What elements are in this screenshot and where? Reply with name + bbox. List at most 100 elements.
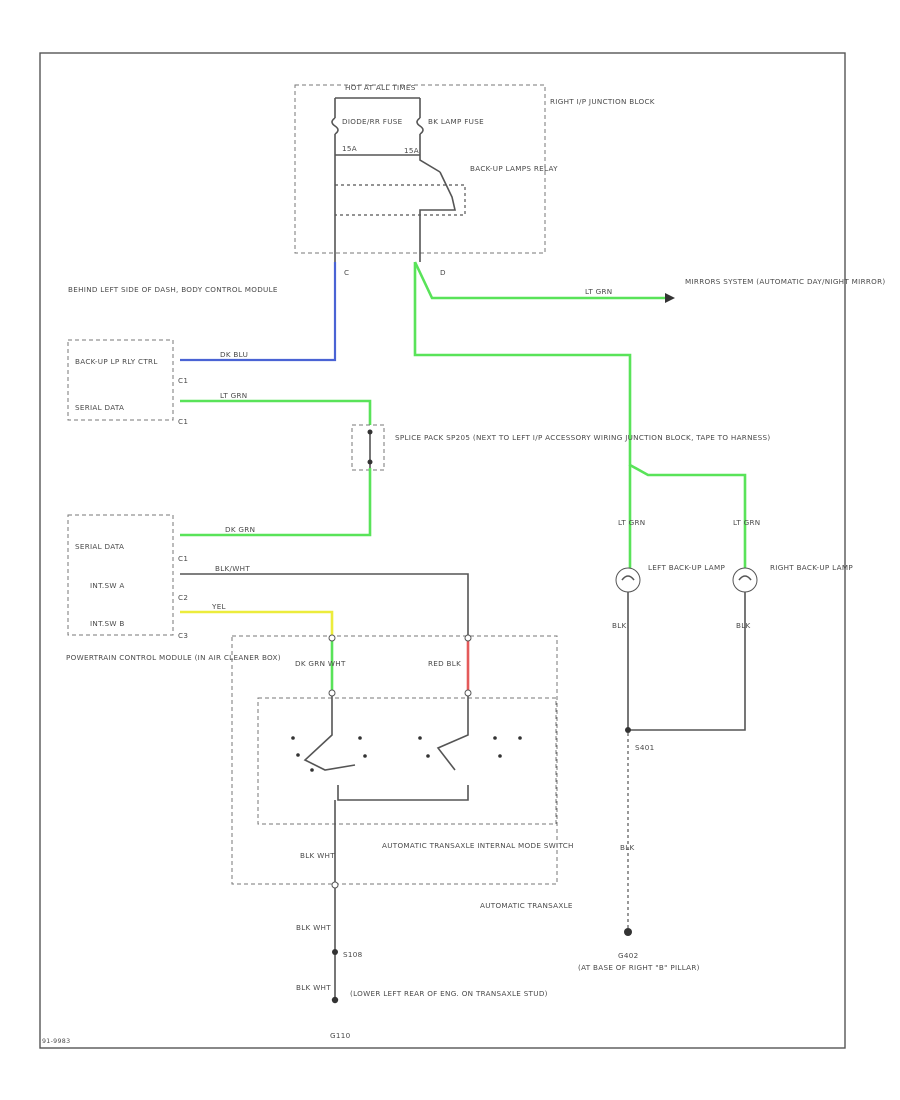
switch-right-arm	[436, 696, 469, 771]
bcm-pin2-label: SERIAL DATA	[75, 403, 124, 412]
right-lamp-ground	[628, 592, 746, 731]
pcm-pin3-wire: YEL	[211, 602, 226, 611]
diagram-frame	[39, 52, 846, 1049]
switch-contact-9	[498, 754, 502, 758]
mirror-wire-label: LT GRN	[585, 287, 612, 296]
pcm-pin1-wire: DK GRN	[225, 525, 255, 534]
conn-left-top	[328, 634, 336, 642]
conn-right-switch	[464, 689, 472, 697]
switch-contact-1	[291, 736, 295, 740]
left-lamp-wire: LT GRN	[618, 518, 645, 527]
conn-left-switch	[328, 689, 336, 697]
corner-id: 91-9983	[42, 1038, 70, 1045]
switch-contact-5	[363, 754, 367, 758]
mode-switch-outline	[257, 697, 557, 825]
switch-contact-3	[310, 768, 314, 772]
ground-wire-1: BLK WHT	[296, 923, 331, 932]
mirror-label-text: MIRRORS SYSTEM (AUTOMATIC DAY/NIGHT MIRR…	[685, 277, 886, 286]
switch-wire-right: RED BLK	[428, 659, 461, 668]
fuse-2-rating: 15A	[404, 146, 419, 155]
relay-label: BACK-UP LAMPS RELAY	[470, 164, 558, 173]
transaxle-name: AUTOMATIC TRANSAXLE	[480, 901, 573, 910]
left-lamp-filament	[621, 575, 635, 581]
ground-g402-node	[624, 928, 632, 936]
splice-pack: SPLICE PACK SP205 (NEXT TO LEFT I/P ACCE…	[351, 424, 770, 471]
splice-outline	[351, 424, 385, 471]
switch-contact-7	[426, 754, 430, 758]
bcm-serial-wire	[180, 399, 372, 425]
fuse-2-label: BK LAMP FUSE	[428, 117, 484, 126]
right-lamp-wire: LT GRN	[733, 518, 760, 527]
right-lamp-label: RIGHT BACK-UP LAMP	[770, 563, 853, 572]
conn-transaxle-ground	[331, 881, 339, 889]
pcm-outline	[67, 514, 174, 636]
automatic-transaxle: DK GRN WHT RED BLK AUTOMATIC TRANSAXLE I…	[231, 634, 574, 910]
fuse-1-symbol	[331, 117, 339, 135]
pcm-pin1-label: SERIAL DATA	[75, 542, 124, 551]
int-sw-a-wire	[180, 573, 469, 638]
ground-g110-label: G110	[330, 1031, 351, 1040]
bcm-outline	[67, 339, 174, 421]
powertrain-control-module: SERIAL DATA C1 INT.SW A C2 INT.SW B C3 D…	[66, 514, 281, 662]
ground-g402-desc: (AT BASE OF RIGHT "B" PILLAR)	[578, 963, 700, 972]
pcm-pin2-wire: BLK/WHT	[215, 564, 250, 573]
pcm-name: POWERTRAIN CONTROL MODULE (IN AIR CLEANE…	[66, 653, 281, 662]
junction-block-name: RIGHT I/P JUNCTION BLOCK	[550, 97, 655, 106]
int-sw-b-wire	[180, 610, 334, 638]
switch-contact-10	[518, 736, 522, 740]
junction-block: HOT AT ALL TIMES RIGHT I/P JUNCTION BLOC…	[294, 83, 655, 277]
ground-g402-label: G402	[618, 951, 639, 960]
splice-s401	[625, 727, 631, 733]
connector-c: C	[344, 268, 349, 277]
left-lamp-bulb	[615, 567, 641, 593]
fuse-2-out	[419, 134, 441, 173]
bcm-pin2-wire: LT GRN	[220, 391, 247, 400]
mode-switch-name: AUTOMATIC TRANSAXLE INTERNAL MODE SWITCH	[382, 841, 574, 850]
switch-wire-left: DK GRN WHT	[295, 659, 346, 668]
switch-left-arm	[303, 696, 356, 771]
dk-blu-wire	[180, 262, 337, 362]
lt-grn-main-wire	[413, 262, 747, 570]
bcm-pin1-conn: C1	[178, 376, 188, 385]
ground-wire-2: BLK WHT	[296, 983, 331, 992]
pcm-pin3-conn: C3	[178, 631, 188, 640]
switch-contact-2	[296, 753, 300, 757]
splice-s401-label: S401	[635, 743, 654, 752]
splice-node-bottom	[367, 459, 373, 465]
bcm-pin2-conn: C1	[178, 417, 188, 426]
right-lamp-blk: BLK	[736, 621, 751, 630]
pcm-pin3-label: INT.SW B	[90, 619, 125, 628]
lt-grn-mirror-wire	[413, 261, 665, 300]
relay-contact	[419, 171, 457, 220]
junction-block-name-text: RIGHT I/P JUNCTION BLOCK	[550, 97, 655, 106]
left-lamp-label: LEFT BACK-UP LAMP	[648, 563, 725, 572]
switch-ground-wire: BLK WHT	[300, 851, 335, 860]
fuse-1-label: DIODE/RR FUSE	[342, 117, 403, 126]
ground-g110-node	[331, 996, 339, 1004]
backup-lamps: LT GRN LT GRN LEFT BACK-UP LAMP RIGHT BA…	[578, 518, 853, 972]
bcm-pin1-label: BACK-UP LP RLY CTRL	[75, 357, 158, 366]
conn-right-top	[464, 634, 472, 642]
bcm-pin1-wire: DK BLU	[220, 350, 248, 359]
pcm-pin2-label: INT.SW A	[90, 581, 125, 590]
splice-label: SPLICE PACK SP205 (NEXT TO LEFT I/P ACCE…	[395, 433, 770, 442]
pcm-pin2-conn: C2	[178, 593, 188, 602]
lamp-ground-blk: BLK	[620, 843, 635, 852]
right-lamp-bulb	[732, 567, 758, 593]
switch-contact-4	[358, 736, 362, 740]
pcm-pin1-conn: C1	[178, 554, 188, 563]
splice-s108	[332, 949, 338, 955]
mirror-label: MIRRORS SYSTEM (AUTOMATIC DAY/NIGHT MIRR…	[685, 277, 886, 286]
splice-node-top	[367, 429, 373, 435]
body-control-module: BEHIND LEFT SIDE OF DASH, BODY CONTROL M…	[67, 285, 278, 426]
splice-s108-label: S108	[343, 950, 363, 959]
relay-outline	[335, 184, 466, 216]
mirror-arrow	[665, 293, 675, 303]
right-lamp-filament	[738, 575, 752, 581]
ground-g110-desc: (LOWER LEFT REAR OF ENG. ON TRANSAXLE ST…	[350, 989, 548, 998]
left-lamp-blk: BLK	[612, 621, 627, 630]
switch-contact-8	[493, 736, 497, 740]
fuse-2-symbol	[416, 117, 424, 135]
switch-common-bus	[337, 785, 469, 801]
